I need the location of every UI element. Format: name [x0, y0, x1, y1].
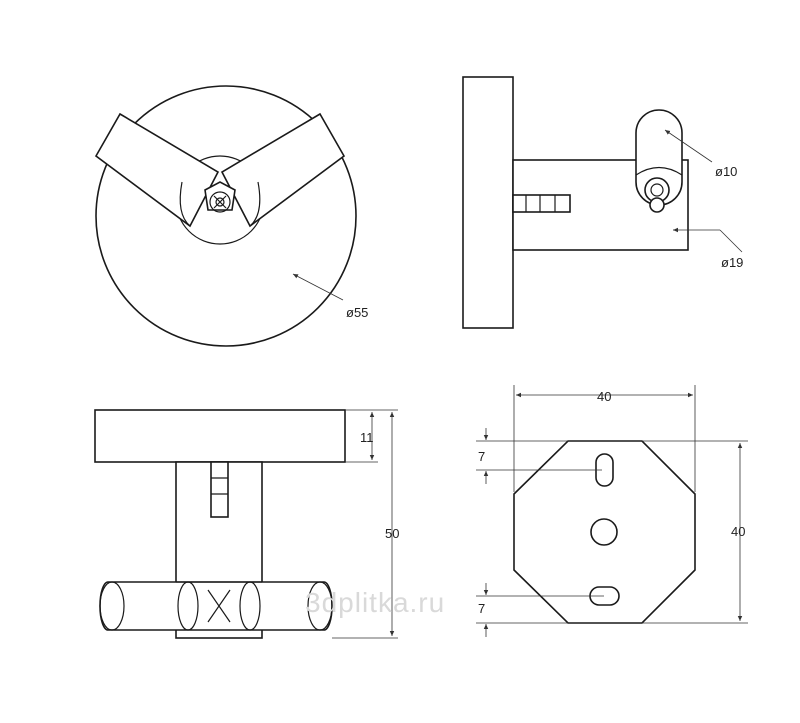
left-hook-arm — [94, 112, 220, 228]
plate-width-label: 40 — [597, 389, 611, 404]
center-hole — [590, 518, 618, 546]
top-mounting-screw — [210, 461, 229, 518]
bottom-slot-offset-label: 7 — [478, 601, 485, 616]
side-hook-knob — [635, 109, 683, 213]
top-hook-bar — [99, 581, 333, 631]
front-diameter-label: ø55 — [346, 305, 368, 320]
plate-height-label: 40 — [731, 524, 745, 539]
side-mounting-screw — [512, 194, 571, 213]
center-screw — [204, 181, 236, 213]
right-hook-arm — [220, 112, 346, 228]
total-depth-label: 50 — [385, 526, 399, 541]
front-view: ø55 — [94, 85, 368, 347]
top-view: 11 50 — [94, 409, 399, 639]
watermark: 3dplitka.ru — [305, 587, 445, 618]
base-thickness-label: 11 — [360, 430, 374, 445]
side-view: ø10 ø19 — [462, 76, 743, 329]
arm-diameter-label: ø19 — [721, 255, 743, 270]
hook-diameter-label: ø10 — [715, 164, 737, 179]
side-base-plate — [462, 76, 514, 329]
top-base-plate — [94, 409, 346, 463]
top-slot-offset-label: 7 — [478, 449, 485, 464]
plate-view: 40 40 7 7 — [476, 385, 748, 637]
